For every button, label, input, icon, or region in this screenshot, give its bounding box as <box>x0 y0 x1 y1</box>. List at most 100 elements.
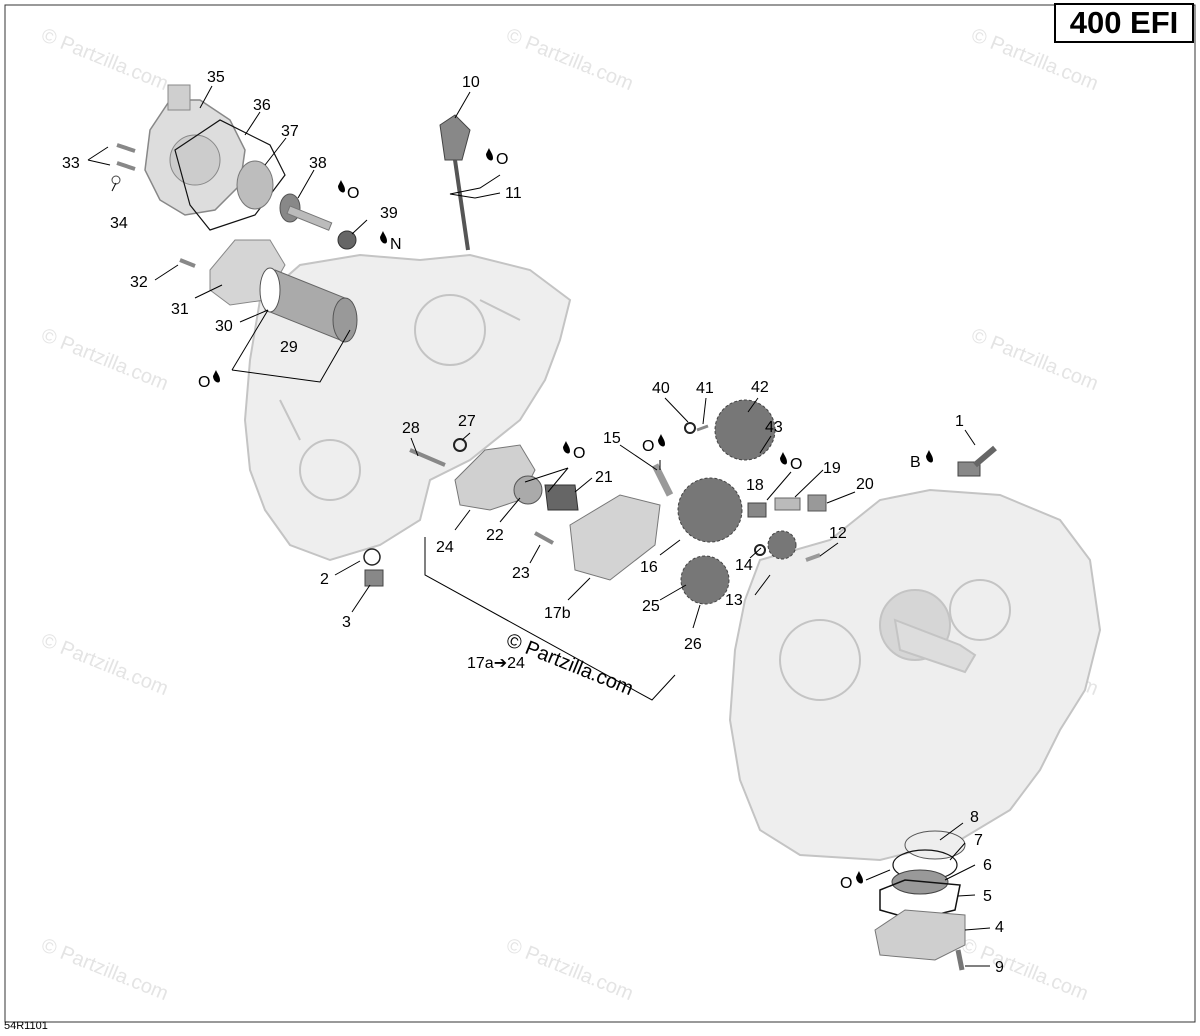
part-label-29: 29 <box>280 339 298 356</box>
part-label-30: 30 <box>215 318 233 335</box>
svg-text:O: O <box>790 456 802 473</box>
pin-23 <box>534 531 554 545</box>
part-label-4: 4 <box>995 919 1004 936</box>
part-label-17b: 17b <box>544 605 571 622</box>
ring-40 <box>684 422 696 434</box>
part-label-3: 3 <box>342 614 351 631</box>
pump-shaft-38 <box>279 193 333 231</box>
dipstick-10 <box>439 114 471 251</box>
part-label-39: 39 <box>380 205 398 222</box>
gear-16 <box>677 477 743 543</box>
plug-20 <box>807 494 827 512</box>
part-label-2: 2 <box>320 571 329 588</box>
part-label-6: 6 <box>983 857 992 874</box>
part-label-10: 10 <box>462 74 480 91</box>
svg-text:N: N <box>390 236 402 253</box>
watermark: © Partzilla.com <box>503 24 636 95</box>
part-label-40: 40 <box>652 380 670 397</box>
bolt-9 <box>955 949 965 971</box>
part-label-26: 26 <box>684 636 702 653</box>
shaft-15 <box>651 463 674 497</box>
lube-marker-10: O <box>486 148 508 168</box>
part-label-31: 31 <box>171 301 189 318</box>
part-label-36: 36 <box>253 97 271 114</box>
part-label-15: 15 <box>603 430 621 447</box>
part-label-33: 33 <box>62 155 80 172</box>
part-label-9: 9 <box>995 959 1004 976</box>
spring-19 <box>774 497 801 511</box>
part-label-1: 1 <box>955 413 964 430</box>
lube-marker-15: O <box>642 434 665 455</box>
lube-marker-29: O <box>198 370 220 391</box>
gear-13 <box>767 530 797 560</box>
part-label-12: 12 <box>829 525 847 542</box>
part-label-34: 34 <box>110 215 128 232</box>
lube-marker-6: O <box>840 871 863 892</box>
lube-marker-21: O <box>563 441 585 462</box>
part-label-5: 5 <box>983 888 992 905</box>
pin-28 <box>409 448 446 467</box>
svg-text:O: O <box>496 151 508 168</box>
part-label-25: 25 <box>642 598 660 615</box>
clip-14 <box>754 544 766 556</box>
svg-text:O: O <box>347 185 359 202</box>
diagram-code: 54R1101 <box>4 1020 48 1032</box>
part-label-8: 8 <box>970 809 979 826</box>
watermark: © Partzilla.com <box>38 324 171 395</box>
washer-34 <box>111 175 121 185</box>
part-label-13: 13 <box>725 592 743 609</box>
svg-text:O: O <box>198 374 210 391</box>
bolt-33b <box>116 161 136 171</box>
svg-text:O: O <box>573 445 585 462</box>
reference-note-17a: 17a➔24 <box>467 655 525 672</box>
svg-text:B: B <box>910 454 921 471</box>
part-label-19: 19 <box>823 460 841 477</box>
part-label-16: 16 <box>640 559 658 576</box>
watermark: © Partzilla.com <box>38 629 171 700</box>
part-label-41: 41 <box>696 380 714 397</box>
impeller-37 <box>236 160 274 210</box>
watermark: © Partzilla.com <box>968 324 1101 395</box>
part-label-35: 35 <box>207 69 225 86</box>
part-label-14: 14 <box>735 557 753 574</box>
part-label-20: 20 <box>856 476 874 493</box>
bolt-33a <box>116 143 136 153</box>
oring-2 <box>363 548 381 566</box>
piston-18 <box>747 502 767 518</box>
pin-12 <box>805 553 821 562</box>
svg-text:O: O <box>642 438 654 455</box>
rotor-21 <box>544 484 579 511</box>
watermark: © Partzilla.com <box>38 934 171 1005</box>
gear-26 <box>680 555 730 605</box>
lubricant-markers: O N O O O O O <box>198 148 933 892</box>
gear-42 <box>714 399 776 461</box>
leader-lines <box>87 85 991 967</box>
lube-marker-39: N <box>380 231 402 253</box>
water-pump-housing <box>144 84 246 216</box>
part-label-22: 22 <box>486 527 504 544</box>
part-label-32: 32 <box>130 274 148 291</box>
part-label-43: 43 <box>765 419 783 436</box>
rotor-22 <box>513 475 543 505</box>
part-label-37: 37 <box>281 123 299 140</box>
plug-3 <box>364 569 384 587</box>
part-label-27: 27 <box>458 413 476 430</box>
watermark: © Partzilla.com <box>38 24 171 95</box>
diagram-frame <box>4 4 1196 1023</box>
part-label-24: 24 <box>436 539 454 556</box>
bolt-32 <box>179 258 196 268</box>
pin-41 <box>696 424 709 432</box>
screen-8 <box>904 830 966 860</box>
svg-text:O: O <box>840 875 852 892</box>
cover-4 <box>874 909 966 961</box>
watermark: © Partzilla.com <box>503 934 636 1005</box>
pump-cover-17b <box>569 494 661 581</box>
part-label-7: 7 <box>974 832 983 849</box>
part-label-38: 38 <box>309 155 327 172</box>
lube-marker-1: B <box>910 450 933 471</box>
oring-27 <box>453 438 467 452</box>
part-label-11: 11 <box>505 185 522 202</box>
part-labels: 35 36 37 38 39 33 34 32 31 30 29 10 11 2… <box>62 69 1004 976</box>
